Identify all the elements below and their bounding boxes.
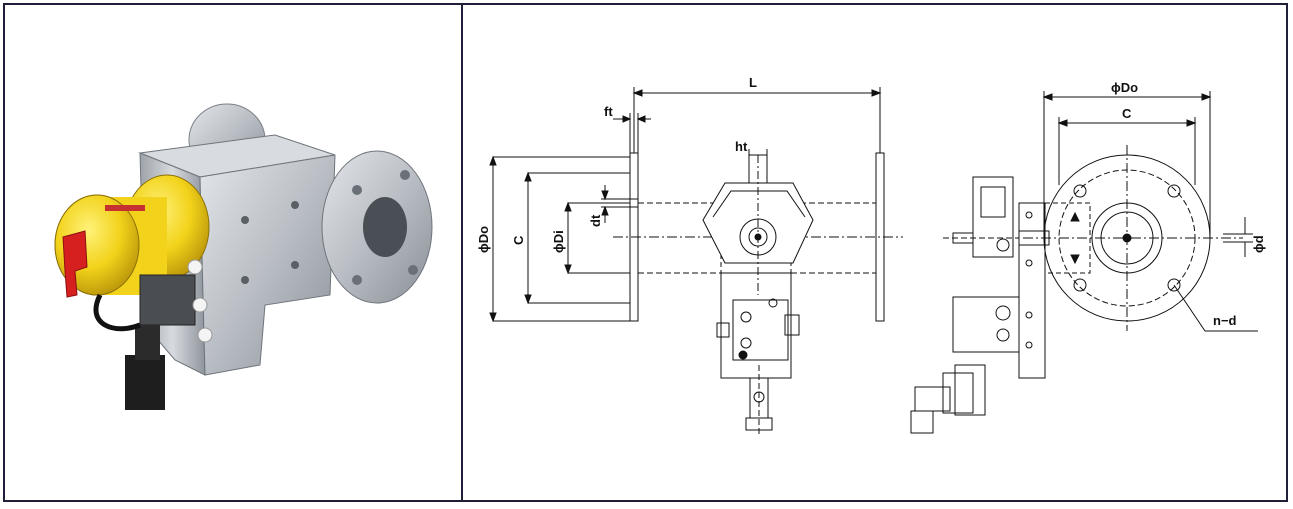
- dim-label-d: ϕd: [1251, 235, 1266, 253]
- flange-bore: [363, 197, 407, 257]
- dim-label-L: L: [749, 75, 757, 90]
- dim-label-dt: dt: [588, 214, 603, 227]
- solenoid-valve: [139, 274, 196, 326]
- dim-label-Di: ϕDi: [551, 230, 566, 253]
- dim-label-ft: ft: [604, 104, 613, 119]
- product-photo: [5, 5, 461, 500]
- dim-label-ht: ht: [735, 139, 748, 154]
- dim-label-C-right: C: [1122, 106, 1132, 121]
- dim-label-Do-left: ϕDo: [476, 226, 491, 253]
- red-knob: [62, 230, 88, 298]
- figure-frame: L ft ht ϕDo C ϕDi dt ϕDo C ϕd n−d: [3, 3, 1288, 502]
- dim-label-nd: n−d: [1213, 313, 1237, 328]
- dim-label-C-left: C: [511, 235, 526, 245]
- technical-drawing: L ft ht ϕDo C ϕDi dt ϕDo C ϕd n−d: [463, 5, 1288, 500]
- panel-divider: [461, 5, 463, 500]
- valve-photo-illustration: [54, 103, 433, 410]
- dim-label-Do-right: ϕDo: [1111, 80, 1138, 95]
- valve-housing-side: [199, 154, 336, 376]
- dimension-drawing: L ft ht ϕDo C ϕDi dt ϕDo C ϕd n−d: [476, 75, 1266, 437]
